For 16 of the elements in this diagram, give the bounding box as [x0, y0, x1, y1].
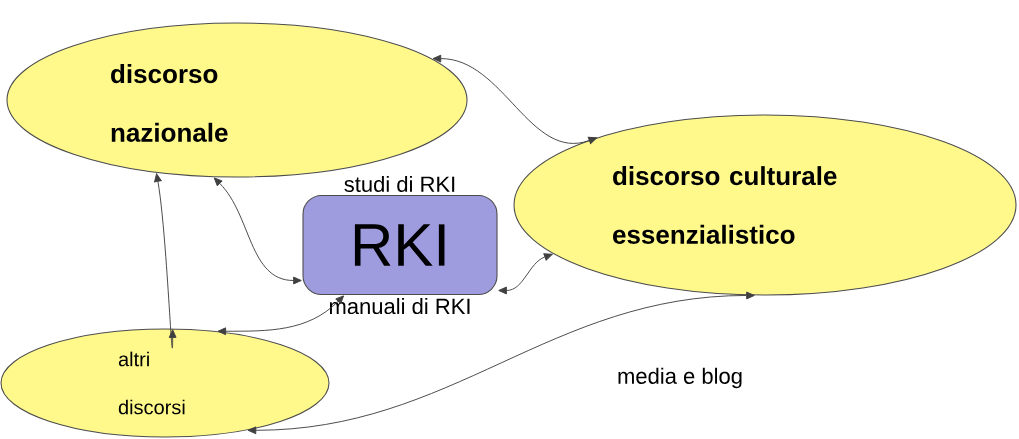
box-caption: manuali di RKI [329, 298, 470, 315]
ellipse-node [0, 328, 330, 438]
ellipse-node [6, 22, 468, 178]
curved-arrow [247, 291, 755, 435]
curved-arrow [217, 295, 345, 336]
curved-arrow [498, 253, 553, 295]
curved-arrow [213, 177, 302, 285]
node-label: discorso nazionale [111, 64, 228, 142]
rounded-box: RKI [302, 194, 498, 296]
curved-arrow [154, 173, 177, 349]
ellipse-node [513, 114, 1017, 296]
node-label: discorso culturale essenzialistico [613, 166, 837, 244]
box-caption: studi di RKI [344, 175, 455, 193]
curved-arrow [432, 54, 598, 145]
edge-label: media e blog [615, 366, 745, 390]
node-label: altri discorsi [118, 351, 185, 415]
